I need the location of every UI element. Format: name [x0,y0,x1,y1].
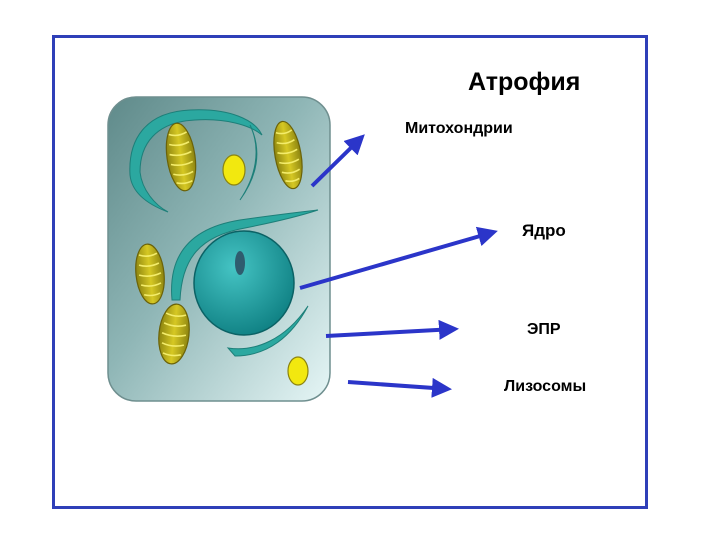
label-mitochondria: Митохондрии [405,120,513,137]
label-nucleus: Ядро [522,221,566,240]
lysosome-icon [287,356,309,386]
mitochondrion-icon [165,122,197,192]
mitochondrion-icon [158,303,190,365]
label-lysosomes: Лизосомы [504,378,587,395]
arrow-icon [347,377,452,398]
arrow-icon [325,319,459,340]
slide-frame [52,35,648,509]
er-icon [226,305,309,357]
lysosome-icon [222,154,246,186]
label-er: ЭПР [527,321,561,338]
nucleolus-icon [235,251,245,275]
arrow-icon [310,134,365,188]
mitochondrion-icon [135,243,165,305]
slide-title: Атрофия [468,68,581,96]
er-icon [239,124,258,201]
er-icon [129,109,263,213]
arrow-icon [299,226,498,290]
er-icon [171,209,319,301]
mitochondrion-icon [273,120,303,190]
nucleus-icon [193,230,295,336]
